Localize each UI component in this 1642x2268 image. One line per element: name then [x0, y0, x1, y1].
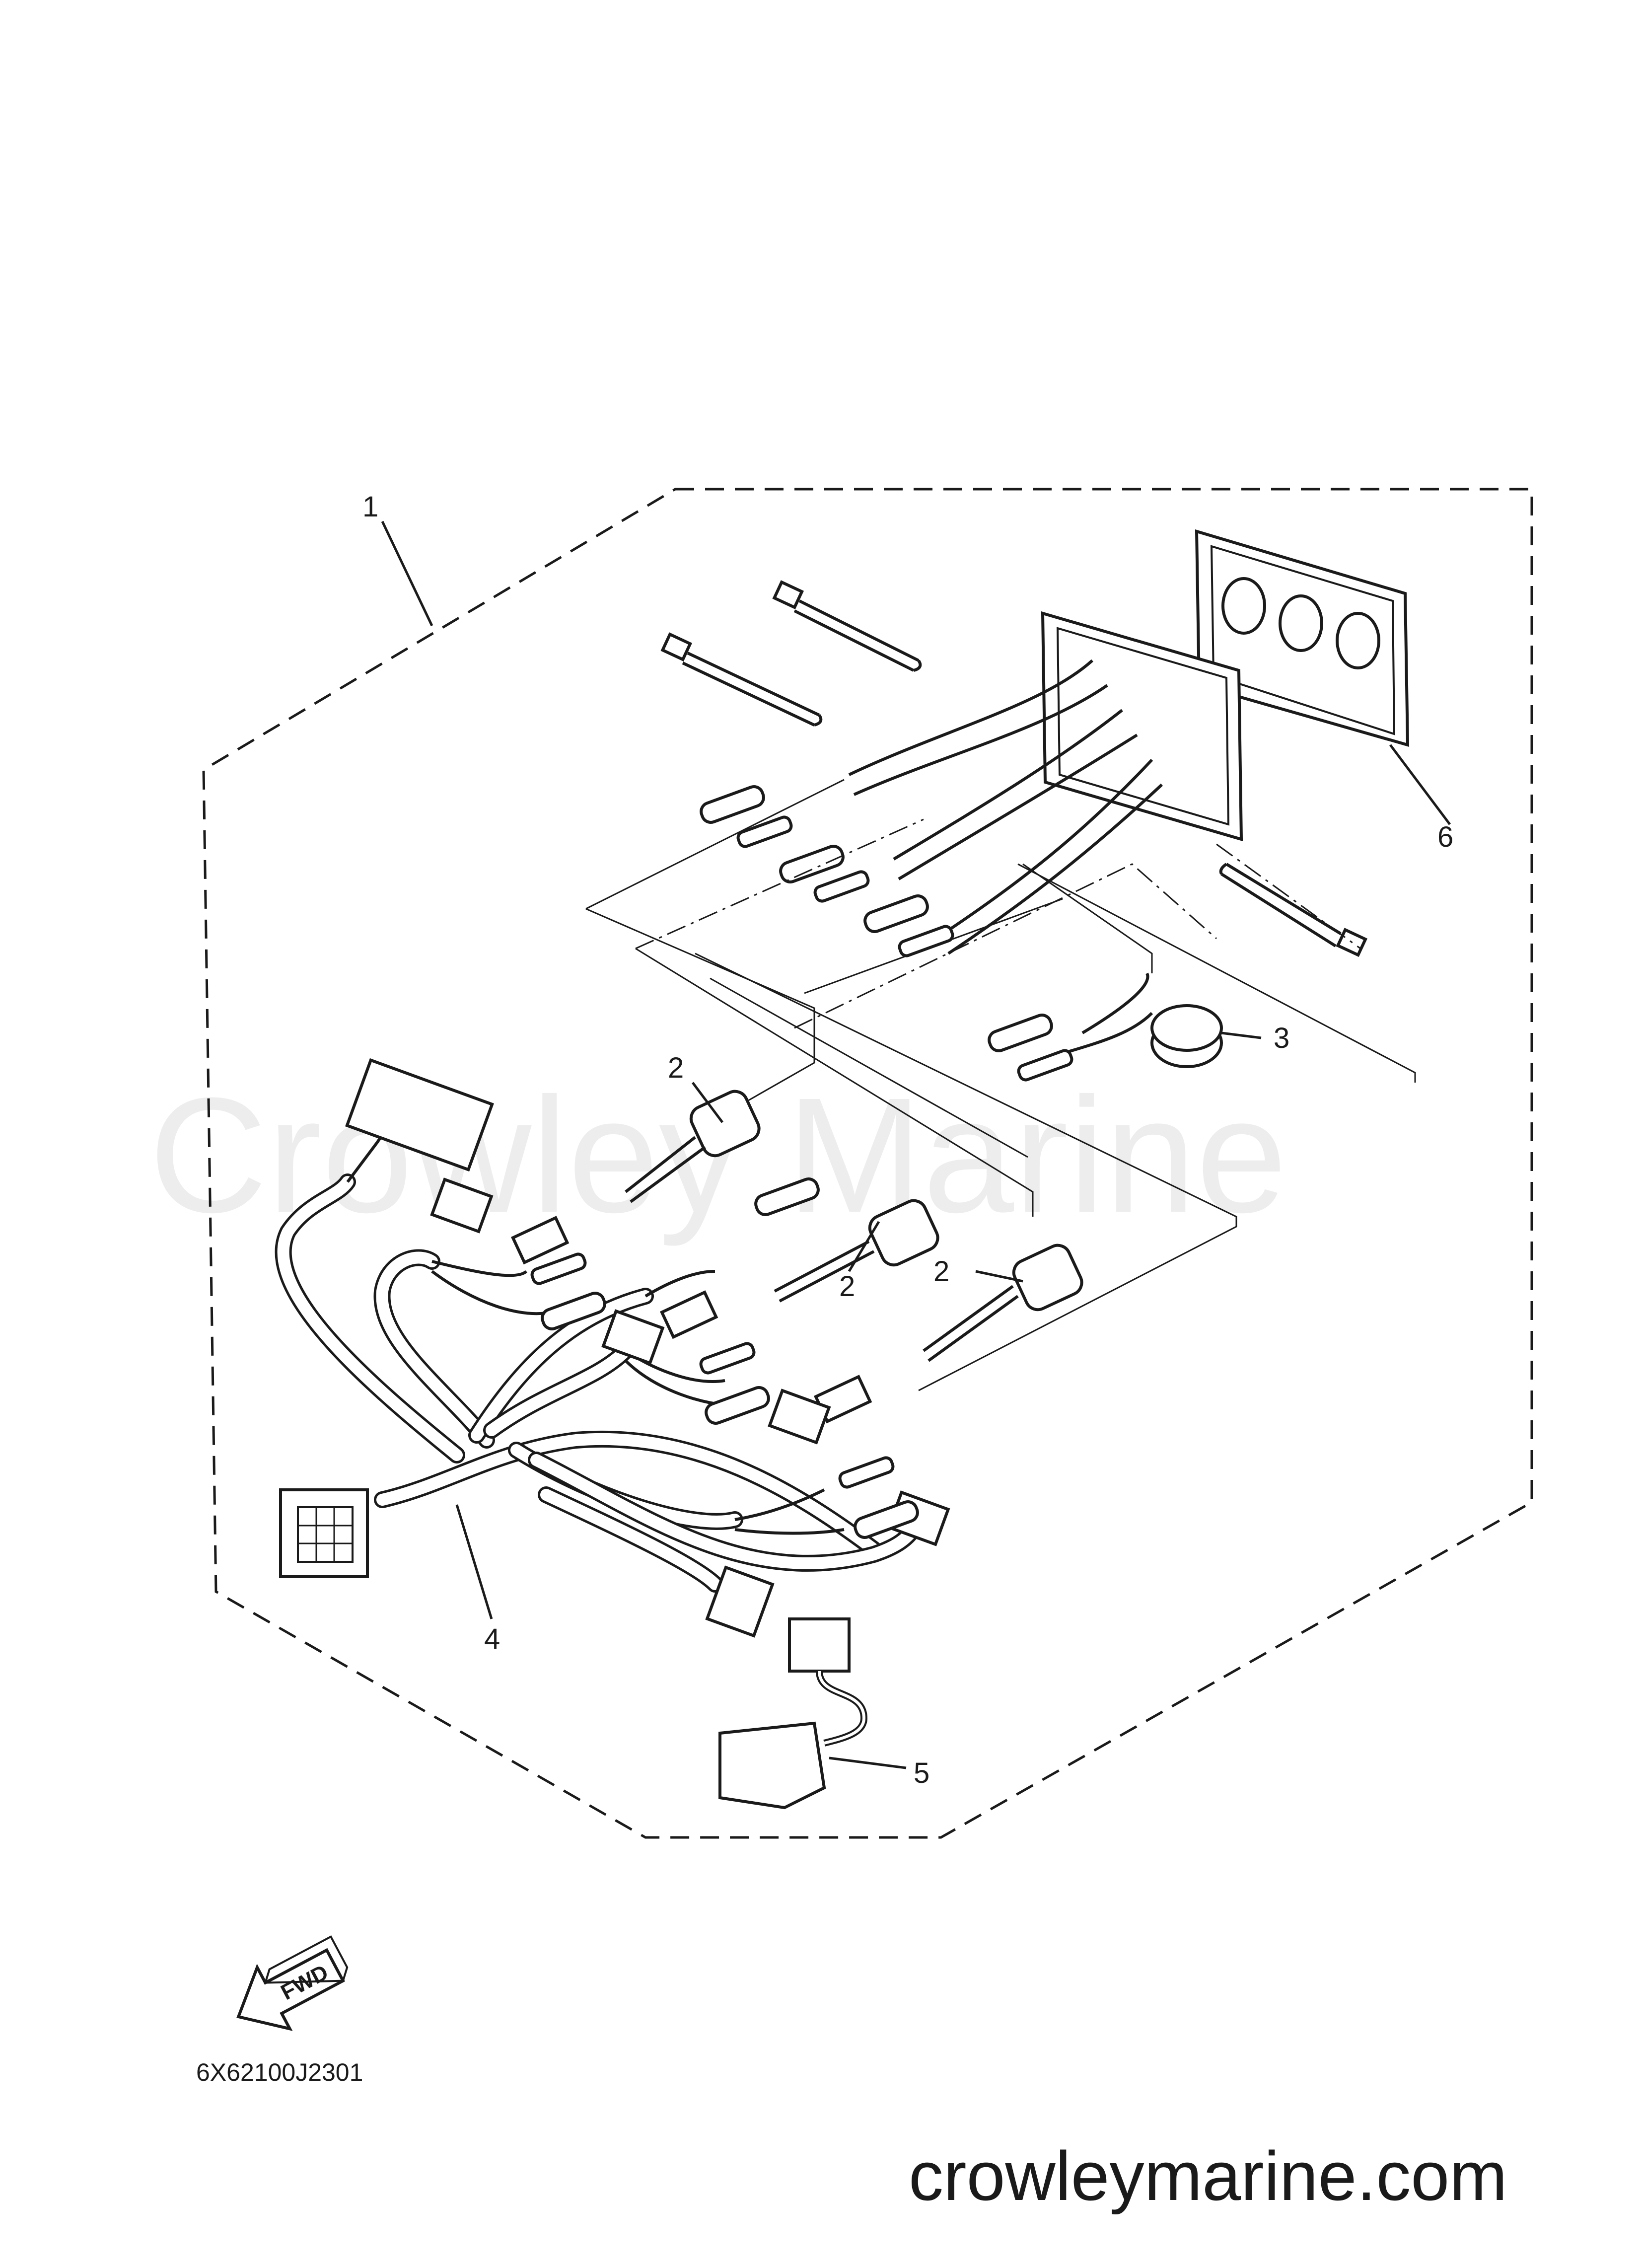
callout-2-c: 2: [933, 1255, 949, 1288]
callout-leaders: [381, 520, 1451, 1769]
part-6-panel-grommet: [1041, 529, 1410, 842]
callout-5: 5: [914, 1757, 929, 1789]
terminal-group-upper: [700, 785, 954, 957]
callout-3: 3: [1274, 1022, 1289, 1054]
cable-tie-left: [660, 632, 823, 727]
cable-tie-right: [1219, 863, 1368, 957]
callout-2-a: 2: [668, 1052, 684, 1084]
panel-wire-bundle: [848, 659, 1163, 955]
fwd-arrow-icon: FWD: [236, 1935, 349, 2031]
callout-4: 4: [484, 1623, 500, 1655]
part-2-socket-a: [511, 1090, 761, 1265]
site-url: crowleymarine.com: [909, 2137, 1507, 2215]
callout-6: 6: [1437, 821, 1453, 853]
part-5-plug: [718, 1617, 868, 1810]
callout-2-b: 2: [839, 1270, 855, 1303]
callout-1: 1: [362, 491, 378, 523]
part-2-socket-c: [814, 1244, 1083, 1424]
part-2-socket-b: [660, 1177, 939, 1339]
part-4-main-harness: [275, 1058, 950, 1638]
part-3-buzzer: [988, 972, 1223, 1082]
guide-lines: [585, 779, 1416, 1391]
diagram-code: 6X62100J2301: [196, 2058, 363, 2086]
kit-boundary: [202, 488, 1533, 1839]
cable-tie-top: [772, 580, 922, 672]
